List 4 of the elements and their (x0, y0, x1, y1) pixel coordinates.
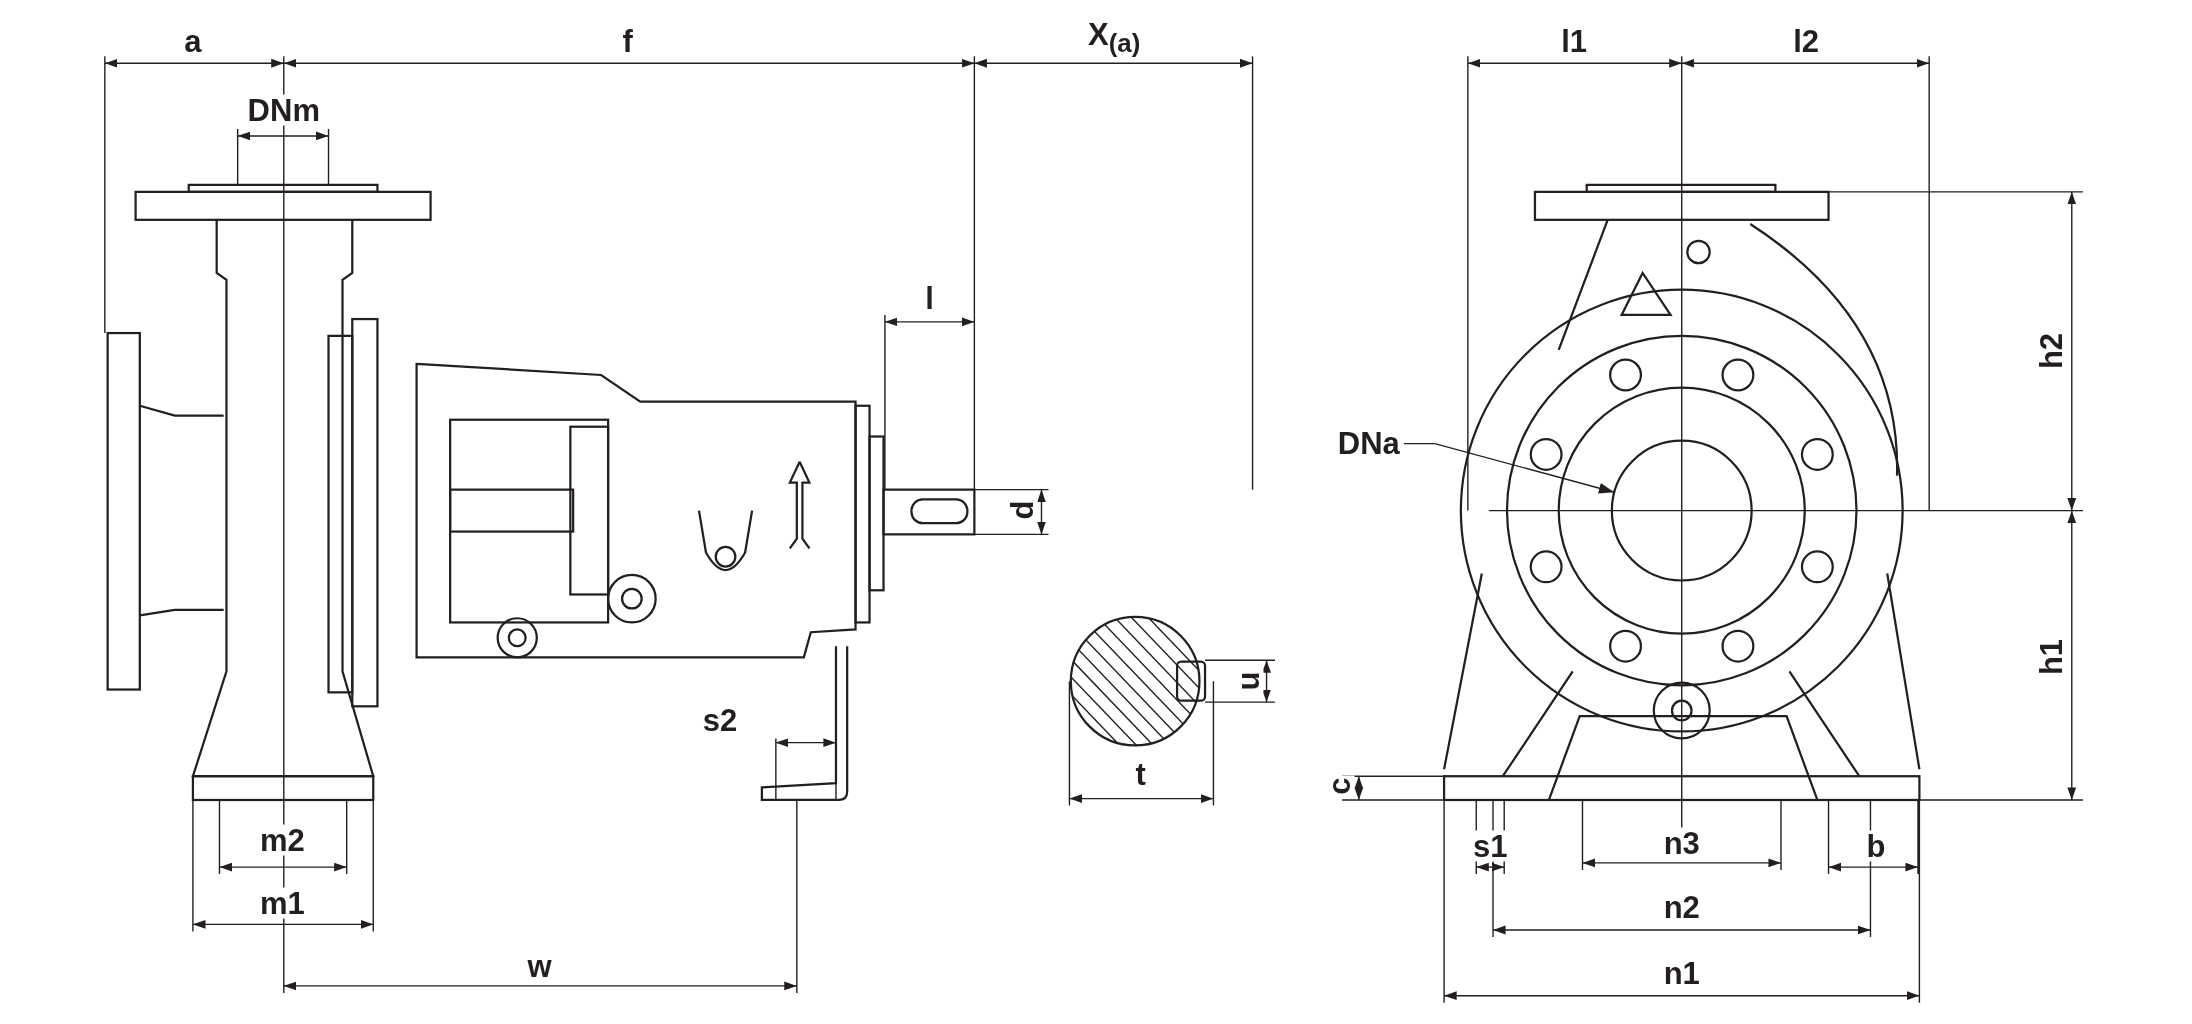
callout-label: DNa (1337, 427, 1400, 459)
leader-line (1403, 442, 1615, 494)
dimension-label: s1 (1471, 830, 1510, 862)
bore-circle (1610, 439, 1753, 582)
